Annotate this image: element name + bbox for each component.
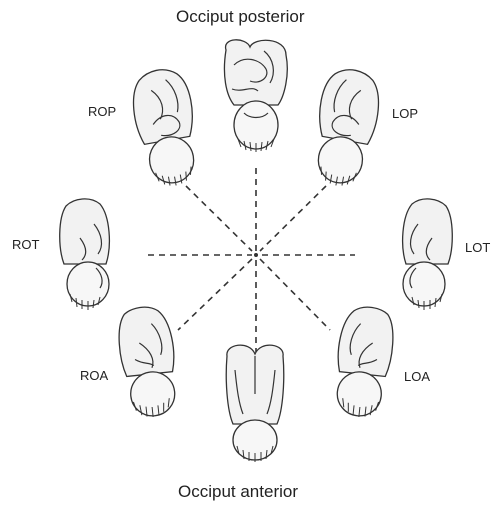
pelvic-center-point bbox=[254, 253, 258, 257]
guide-line-diagonal-lower-right bbox=[260, 259, 330, 330]
label-roa: ROA bbox=[80, 368, 108, 383]
label-lot: LOT bbox=[465, 240, 490, 255]
fetus-occiput-anterior bbox=[226, 345, 284, 462]
label-loa: LOA bbox=[404, 369, 430, 384]
guide-line-diagonal-lower-left bbox=[178, 259, 252, 330]
label-rop: ROP bbox=[88, 104, 116, 119]
label-rot: ROT bbox=[12, 237, 39, 252]
guide-lines bbox=[148, 168, 355, 352]
fetus-lot bbox=[403, 199, 453, 310]
fetus-lop bbox=[307, 65, 384, 190]
fetus-occiput-posterior bbox=[224, 40, 287, 152]
fetus-rop bbox=[127, 65, 204, 190]
guide-line-diagonal-upper-left bbox=[186, 186, 252, 251]
fetus-rot bbox=[60, 199, 110, 310]
label-lop: LOP bbox=[392, 106, 418, 121]
fetus-loa bbox=[332, 304, 397, 419]
guide-line-diagonal-upper-right bbox=[260, 186, 326, 251]
fetus-roa bbox=[116, 304, 181, 419]
label-occiput-posterior: Occiput posterior bbox=[176, 7, 305, 27]
label-occiput-anterior: Occiput anterior bbox=[178, 482, 298, 502]
